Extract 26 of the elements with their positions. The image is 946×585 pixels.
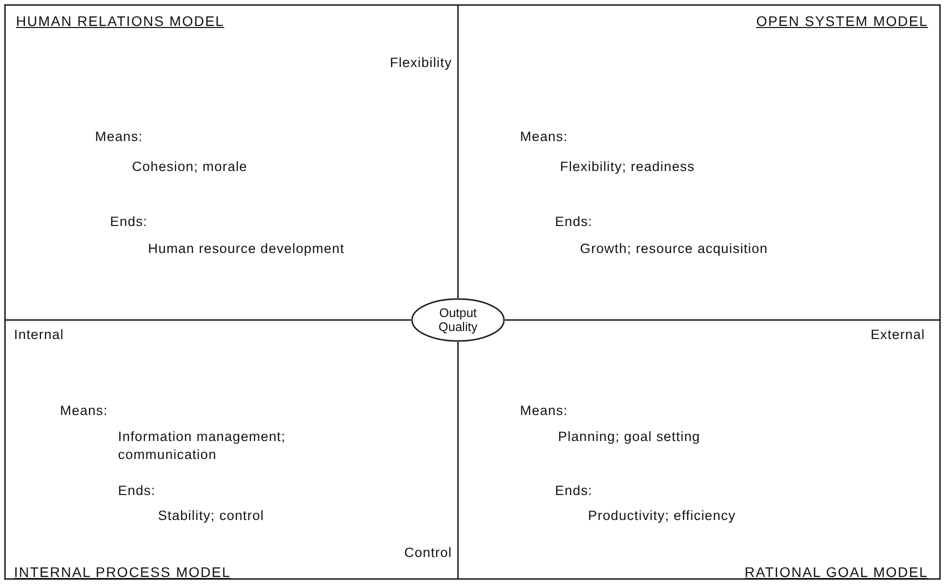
body-text: Stability; control — [158, 507, 264, 525]
axis-label: Flexibility — [390, 54, 452, 72]
body-text: Growth; resource acquisition — [580, 240, 768, 258]
model-title: HUMAN RELATIONS MODEL — [16, 12, 224, 30]
model-title: INTERNAL PROCESS MODEL — [14, 563, 231, 581]
section-heading: Means: — [95, 128, 143, 146]
section-heading: Ends: — [555, 213, 593, 231]
section-heading: Means: — [520, 402, 568, 420]
body-text: Information management; communication — [118, 428, 287, 464]
section-heading: Ends: — [110, 213, 148, 231]
center-ellipse — [411, 298, 505, 342]
body-text: Human resource development — [148, 240, 344, 258]
body-text: Productivity; efficiency — [588, 507, 736, 525]
node-label: Output Quality — [438, 306, 478, 334]
section-heading: Ends: — [555, 482, 593, 500]
model-title: RATIONAL GOAL MODEL — [744, 563, 928, 581]
axis-label: External — [870, 326, 925, 344]
section-heading: Means: — [60, 402, 108, 420]
axis-label: Control — [404, 544, 452, 562]
section-heading: Means: — [520, 128, 568, 146]
section-heading: Ends: — [118, 482, 156, 500]
body-text: Cohesion; morale — [132, 158, 248, 176]
body-text: Flexibility; readiness — [560, 158, 695, 176]
body-text: Planning; goal setting — [558, 428, 700, 446]
axis-label: Internal — [14, 326, 64, 344]
model-title: OPEN SYSTEM MODEL — [756, 12, 928, 30]
